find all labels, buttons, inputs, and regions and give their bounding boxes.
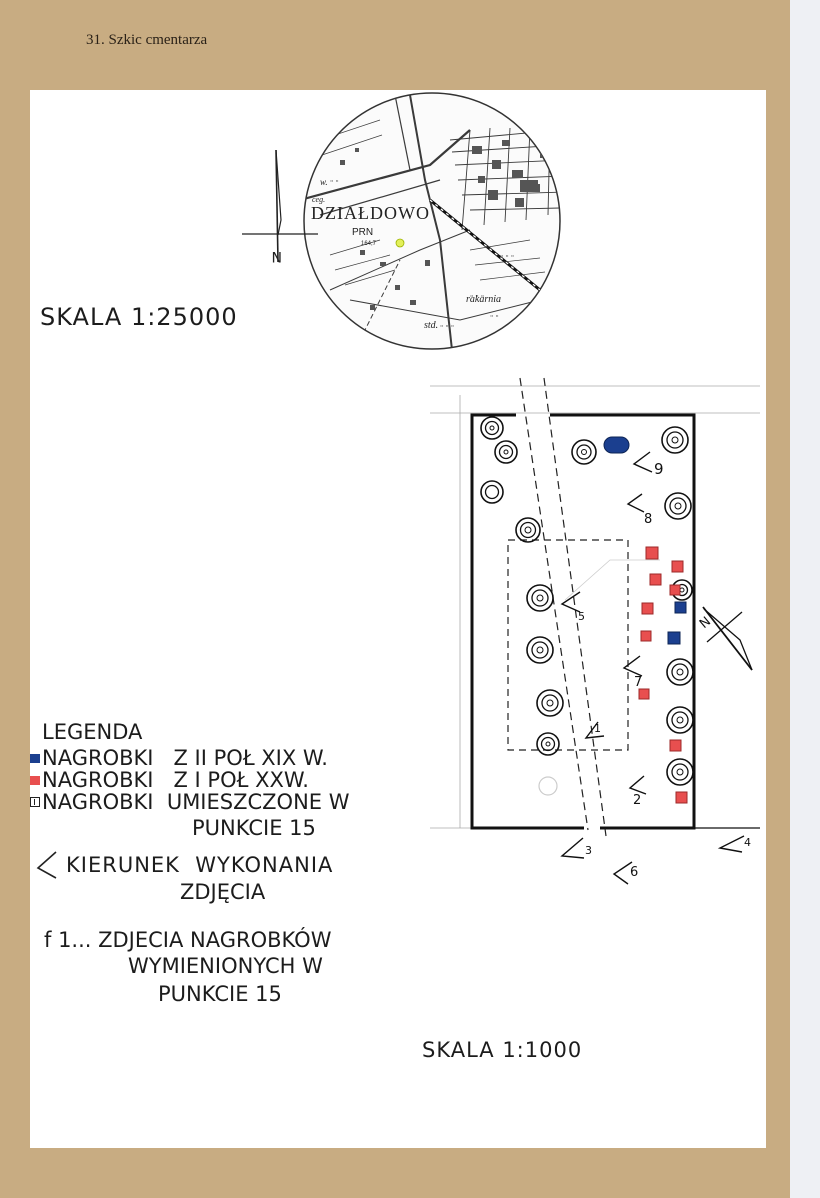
legend-photos-line1: f 1... ZDJECIA NAGROBKÓW <box>44 928 332 952</box>
svg-text:" " ": " " " <box>500 254 514 262</box>
cemetery-plan: 9 8 5 7 1 2 3 6 4 N <box>430 377 760 885</box>
boxed-square-icon <box>30 797 40 807</box>
legend-item-20th-century: NAGROBKI Z I POŁ XXW. <box>30 768 309 792</box>
photo-direction-icon <box>36 851 57 879</box>
photo-point-label: 7 <box>634 675 642 690</box>
legend-photos-line3: PUNKCIE 15 <box>158 982 282 1006</box>
legend-item-cont: PUNKCIE 15 <box>192 816 316 840</box>
photo-point-label: 8 <box>644 512 652 527</box>
page-title: 31. Szkic cmentarza <box>86 32 208 48</box>
map-w-label: w. <box>320 177 328 187</box>
locator-map: " " " " " " " " " " " " " DZIAŁDOWO PRN 164… <box>303 92 561 350</box>
svg-text:" " ": " " " <box>470 294 484 302</box>
photo-point-label: 3 <box>585 844 592 857</box>
map-rakarnia-label: rakarnia <box>466 294 501 305</box>
photo-point-label: 1 <box>594 722 601 735</box>
svg-text:" " ": " " " <box>440 324 454 332</box>
map-town-label: DZIAŁDOWO <box>311 203 430 223</box>
legend-title: LEGENDA <box>42 720 143 744</box>
cemetery-location-marker <box>395 238 405 248</box>
map-ceg-label: ceg. <box>312 195 325 204</box>
plan-north-arrow: N <box>697 606 753 671</box>
legend-direction-label: KIERUNEK WYKONANIA <box>66 853 334 877</box>
map-scale-label: SKALA 1:25000 <box>40 303 238 331</box>
map-north-arrow: N <box>242 149 318 264</box>
photo-point-label: 6 <box>630 865 638 880</box>
legend-item-label: NAGROBKI Z I POŁ XXW. <box>42 768 309 792</box>
photo-point-label: 5 <box>578 610 585 623</box>
svg-text:" ": " " <box>490 314 499 322</box>
plan-scale-label: SKALA 1:1000 <box>422 1038 583 1062</box>
legend-photos-line2: WYMIENIONYCH W <box>128 954 323 978</box>
blue-square-icon <box>30 753 40 763</box>
map-prn-label: PRN <box>352 227 373 238</box>
svg-text:" ": " " <box>330 179 339 187</box>
red-square-icon <box>30 775 40 785</box>
photo-point-label: 2 <box>633 793 641 808</box>
legend-item-direction: KIERUNEK WYKONANIA <box>34 850 333 880</box>
legend-direction-cont: ZDJĘCIA <box>180 880 266 904</box>
legend-item-label: NAGROBKI UMIESZCZONE W <box>42 790 350 814</box>
map-std-label: std. <box>424 320 438 331</box>
legend-item-19th-century: NAGROBKI Z II POŁ XIX W. <box>30 746 328 770</box>
legend-item-label: NAGROBKI Z II POŁ XIX W. <box>42 746 328 770</box>
legend-item-point-15: NAGROBKI UMIESZCZONE W <box>30 790 349 814</box>
photo-point-label: 9 <box>654 460 664 478</box>
north-letter: N <box>272 248 282 264</box>
background-strip <box>790 0 820 1198</box>
map-height-label: 164,7 <box>361 241 377 247</box>
photo-point-label: 4 <box>744 836 751 849</box>
